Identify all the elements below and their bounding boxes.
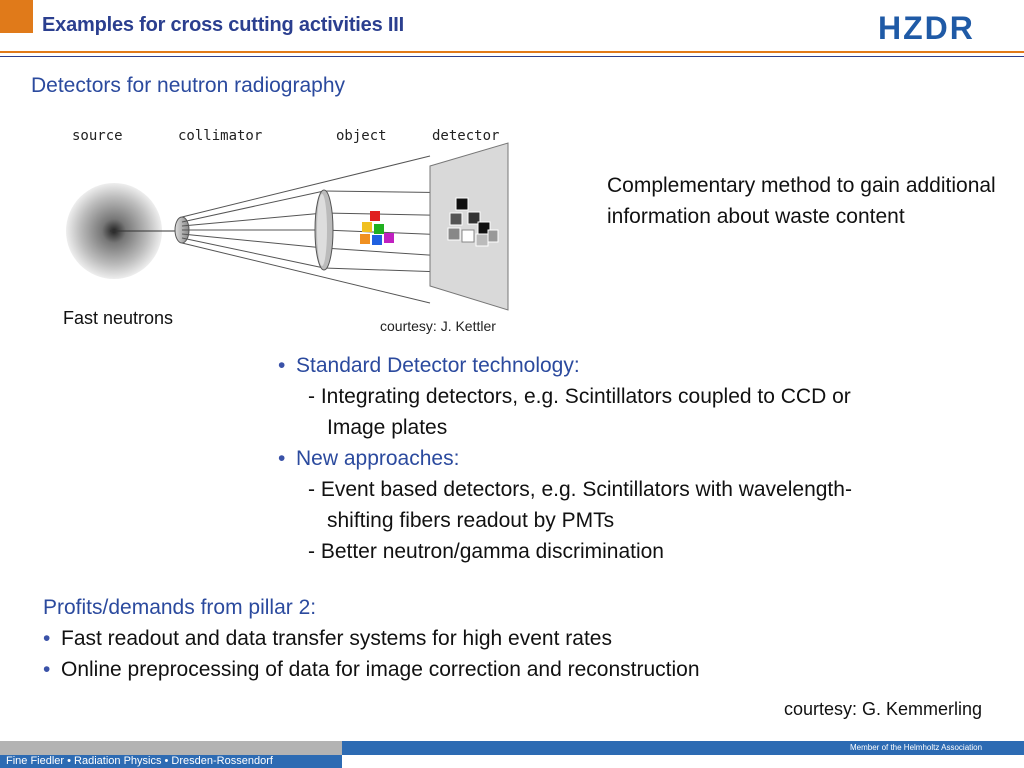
corner-accent — [0, 0, 33, 33]
slide-title: Examples for cross cutting activities II… — [42, 14, 404, 36]
bullet-standard: • Standard Detector technology: — [278, 350, 978, 381]
helmholtz-member-text: Member of the Helmholtz Association — [850, 743, 983, 752]
footer-white-strip — [342, 755, 1024, 768]
new-line1: - Event based detectors, e.g. Scintillat… — [308, 478, 852, 501]
detector-plane — [429, 142, 509, 311]
bullet-dot-icon: • — [43, 658, 51, 681]
profits-item-1: • Fast readout and data transfer systems … — [43, 623, 943, 654]
hzdr-logo: HZDR — [878, 12, 975, 42]
bottom-courtesy: courtesy: G. Kemmerling — [784, 699, 983, 719]
label-detector: detector — [432, 128, 499, 144]
footer-author-text: Fine Fiedler • Radiation Physics • Dresd… — [6, 755, 273, 767]
detector-bullets: • Standard Detector technology: - Integra… — [278, 350, 978, 567]
footer-author-bar — [0, 755, 342, 768]
fast-neutrons-label: Fast neutrons — [63, 308, 174, 328]
bullet-dot-icon: • — [278, 447, 286, 470]
detector-shadow-blocks — [447, 197, 499, 247]
profits-item-2: • Online preprocessing of data for image … — [43, 654, 943, 685]
new-heading: New approaches: — [296, 447, 460, 470]
label-collimator: collimator — [178, 128, 262, 144]
profits-item-2-text: Online preprocessing of data for image c… — [61, 658, 700, 681]
complementary-method-text: Complementary method to gain additional … — [607, 174, 996, 228]
section-subtitle: Detectors for neutron radiography — [31, 74, 346, 97]
header-rule-orange — [0, 51, 1024, 53]
standard-line1: - Integrating detectors, e.g. Scintillat… — [308, 385, 851, 408]
header-rule-blue — [0, 56, 1024, 57]
diagram-courtesy: courtesy: J. Kettler — [380, 318, 496, 334]
profits-item-1-text: Fast readout and data transfer systems f… — [61, 627, 612, 650]
hzdr-logo-text: HZDR — [878, 12, 975, 42]
profits-heading: Profits/demands from pillar 2: — [43, 596, 317, 619]
label-object: object — [336, 128, 387, 144]
new-line3: - Better neutron/gamma discrimination — [308, 540, 664, 563]
bullet-new: • New approaches: — [278, 443, 978, 474]
profits-section: Profits/demands from pillar 2: • Fast rea… — [43, 592, 943, 685]
standard-line2: Image plates — [327, 416, 448, 439]
object-blocks — [360, 211, 394, 245]
bullet-dot-icon: • — [43, 627, 51, 650]
new-line2: shifting fibers readout by PMTs — [327, 509, 615, 532]
bullet-dot-icon: • — [278, 354, 286, 377]
standard-heading: Standard Detector technology: — [296, 354, 580, 377]
label-source: source — [72, 128, 123, 144]
footer-blue-bar — [342, 741, 1024, 755]
footer-gray-bar — [0, 741, 342, 755]
neutron-radiography-diagram: source collimator object detector — [66, 128, 509, 311]
